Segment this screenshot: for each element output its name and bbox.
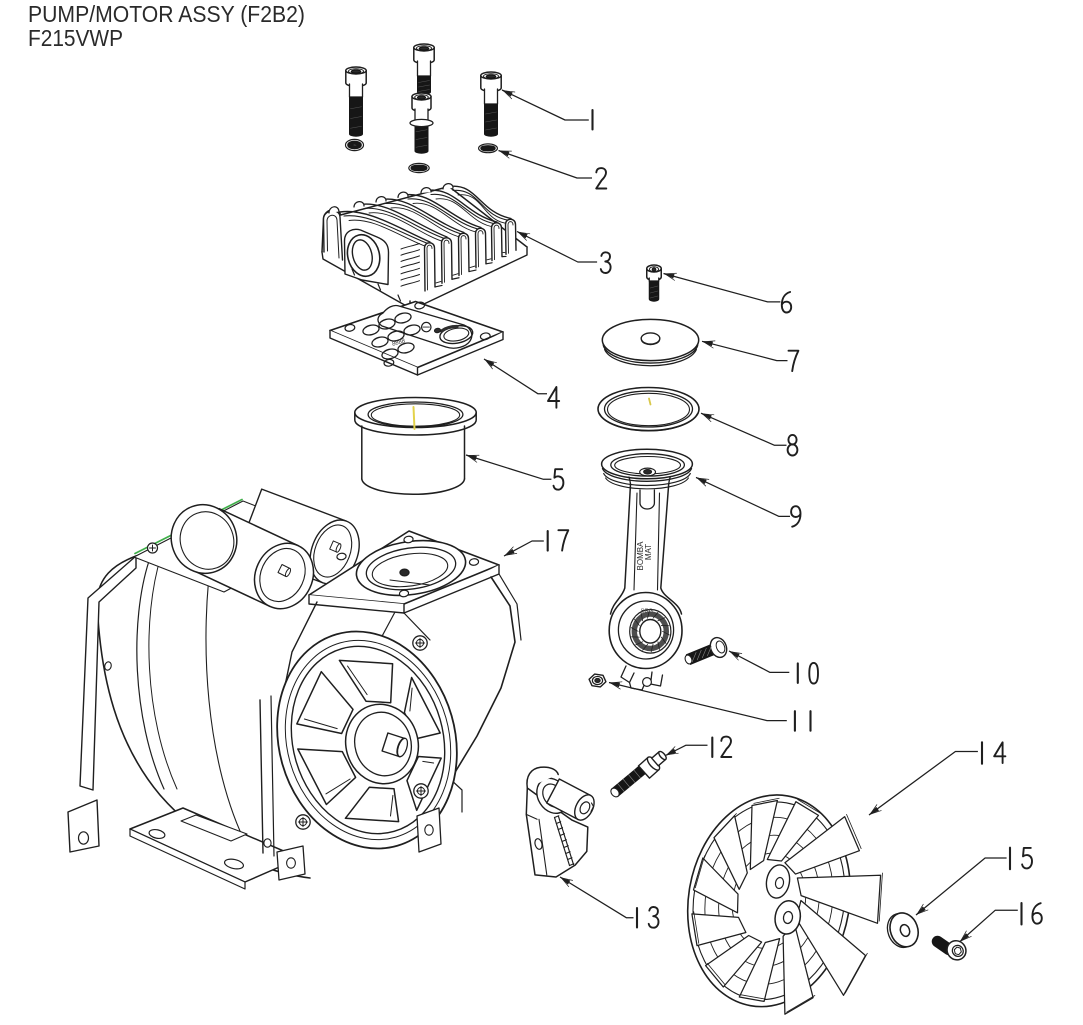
svg-text:F215VWP: F215VWP xyxy=(28,25,123,51)
svg-text:BRG: BRG xyxy=(641,609,653,615)
svg-text:PUMP/MOTOR ASSY (F2B2): PUMP/MOTOR ASSY (F2B2) xyxy=(28,1,305,27)
svg-text:MAT: MAT xyxy=(644,544,653,560)
svg-text:BOMBA: BOMBA xyxy=(636,541,645,571)
svg-text:8888: 8888 xyxy=(391,338,406,348)
